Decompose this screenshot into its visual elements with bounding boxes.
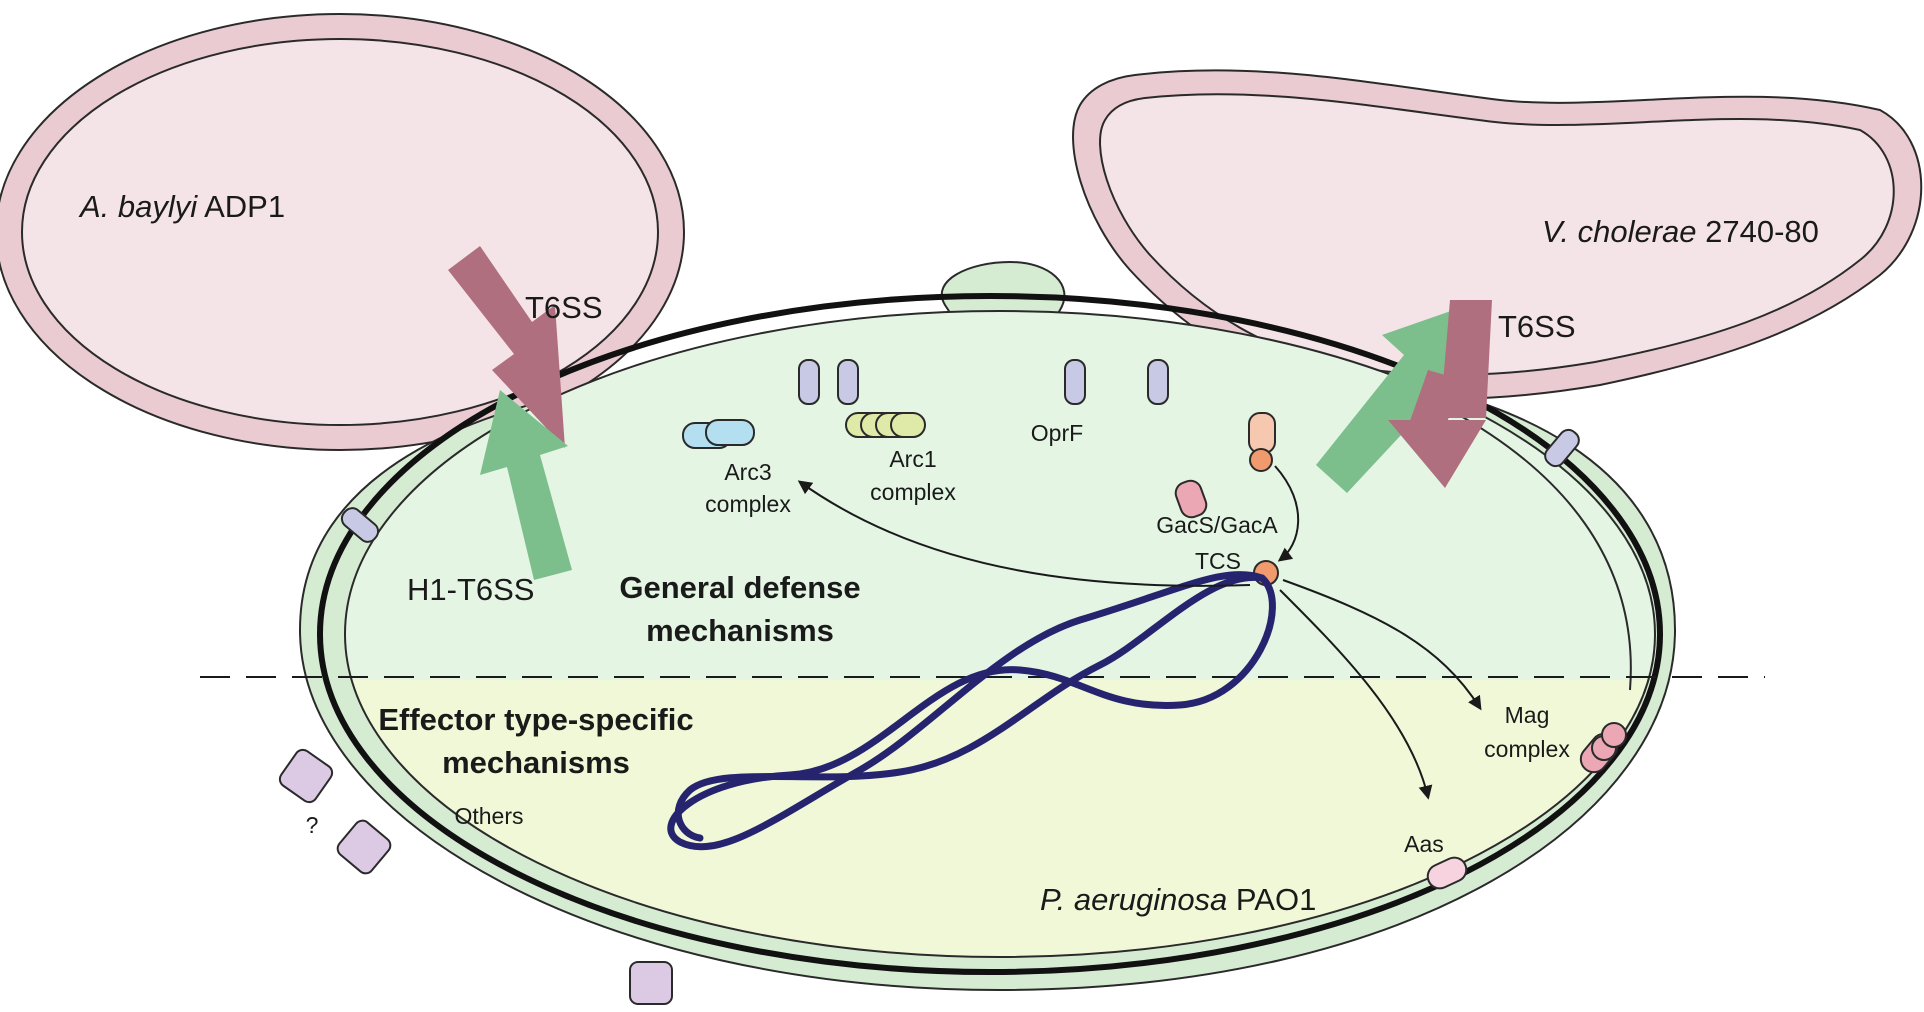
arc3-subunit <box>705 419 755 446</box>
oprf-channel <box>1064 359 1086 405</box>
t6ss-arrows <box>448 246 1492 580</box>
abaylyi-t6ss-arrow <box>448 246 565 448</box>
abaylyi-inner-membrane <box>21 38 659 426</box>
effector-specific-label-2: mechanisms <box>442 745 630 780</box>
gacs-gaca-label: GacS/GacA <box>1156 512 1278 538</box>
arc3-complex <box>682 419 755 449</box>
periplasm-line <box>1449 409 1632 691</box>
vcholerae-cell <box>1072 69 1923 400</box>
question-mark-label: ? <box>306 812 319 838</box>
arc3-label-2: complex <box>705 491 791 517</box>
gacs-phospho-domain <box>1249 448 1273 472</box>
membrane-channel <box>837 359 859 405</box>
arc1-subunit <box>890 412 926 438</box>
tcs-to-arc3-arrow <box>797 480 1251 587</box>
dna-strand <box>674 573 1266 842</box>
membrane-channel <box>340 507 380 543</box>
effector-specific-label: Effector type-specific <box>378 702 693 737</box>
vcholerae-inner-membrane <box>1099 93 1895 376</box>
membrane-channel <box>1147 359 1169 405</box>
paeruginosa-inner-boundary <box>344 310 1656 958</box>
mag-subunit <box>1601 722 1627 748</box>
oprf-label: OprF <box>1031 420 1083 446</box>
t6ss-left-label: T6SS <box>525 290 603 325</box>
gacs-gaca-label-2: TCS <box>1195 548 1241 574</box>
paeruginosa-strain: PAO1 <box>1227 882 1316 917</box>
gac-sensor-to-tcs-arrow <box>1274 465 1300 562</box>
vcholerae-strain: 2740-80 <box>1697 214 1819 249</box>
membrane-channel <box>798 359 820 405</box>
gacs-sensor <box>1248 412 1276 454</box>
mag-label-2: complex <box>1484 736 1570 762</box>
vcholerae-t6ss-arrow <box>1388 300 1492 488</box>
paeruginosa-t6ss-arrow <box>1316 305 1468 493</box>
purple-membrane-protein <box>336 819 392 875</box>
h1-t6ss-arrow <box>480 390 572 580</box>
arc3-label: Arc3 <box>724 459 771 485</box>
aas-protein <box>1426 856 1468 890</box>
abaylyi-strain: ADP1 <box>197 189 285 224</box>
paeruginosa-species: P. aeruginosa <box>1040 882 1227 917</box>
abaylyi-label: A. baylyi ADP1 <box>78 189 285 224</box>
vcholerae-label: V. cholerae 2740-80 <box>1542 214 1819 249</box>
vcholerae-t6ss-arrow-shaft <box>1404 370 1462 448</box>
tcs-to-aas-arrow <box>1279 589 1433 800</box>
others-label: Others <box>454 803 523 829</box>
dna-double-helix <box>667 571 1276 851</box>
paeruginosa-cytoplasmic-membrane <box>317 293 1663 975</box>
mag-label: Mag <box>1505 702 1550 728</box>
regulatory-arrows <box>797 465 1482 800</box>
outer-membrane-channels <box>340 359 1580 543</box>
purple-membrane-protein <box>629 961 673 1005</box>
arc1-label: Arc1 <box>889 446 936 472</box>
dna-strand <box>667 571 1276 851</box>
mag-complex <box>1579 722 1627 774</box>
purple-membrane-protein <box>278 748 334 804</box>
paeruginosa-label: P. aeruginosa PAO1 <box>1040 882 1316 917</box>
t6ss-right-label: T6SS <box>1498 309 1576 344</box>
arc1-label-2: complex <box>870 479 956 505</box>
aas-label: Aas <box>1404 831 1444 857</box>
unknown-membrane-proteins <box>278 748 673 1005</box>
h1-t6ss-label: H1-T6SS <box>407 572 534 607</box>
gac-pink-protein <box>1174 479 1208 519</box>
vcholerae-species: V. cholerae <box>1542 214 1697 249</box>
paeruginosa-cell <box>298 260 1677 992</box>
membrane-channel <box>1544 428 1580 468</box>
tcs-to-mag-arrow <box>1282 579 1482 711</box>
arc1-complex <box>845 412 926 438</box>
abaylyi-species: A. baylyi <box>78 189 198 224</box>
general-defense-label-2: mechanisms <box>646 613 834 648</box>
general-defense-label: General defense <box>619 570 860 605</box>
